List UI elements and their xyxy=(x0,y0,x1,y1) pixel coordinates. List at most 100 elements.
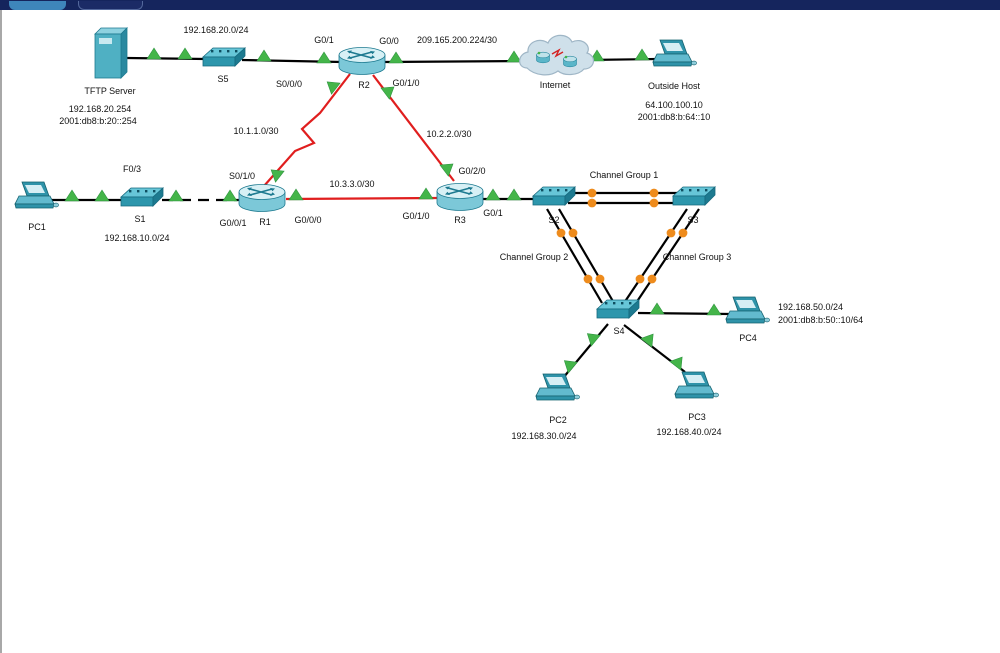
device-label-outside-host: Outside Host xyxy=(648,81,701,91)
link-tftp-server-s5[interactable] xyxy=(123,56,207,61)
link-r2-internet[interactable] xyxy=(382,59,531,64)
link-up-triangle-indicator xyxy=(669,356,683,371)
label-192-168-30-0-24: 192.168.30.0/24 xyxy=(511,431,576,441)
label-192-168-20-0-24: 192.168.20.0/24 xyxy=(183,25,248,35)
device-label-s3: S3 xyxy=(687,215,698,225)
device-label-pc2: PC2 xyxy=(549,415,567,425)
workspace-tab-active[interactable] xyxy=(9,1,66,10)
link-up-triangle-indicator xyxy=(146,47,162,60)
link-up-triangle-indicator xyxy=(64,189,80,202)
link-channel-group-2-link-a[interactable] xyxy=(546,208,603,304)
link-up-triangle-indicator xyxy=(388,51,404,64)
device-r1[interactable] xyxy=(238,184,286,212)
link-up-triangle-indicator xyxy=(256,49,272,62)
label-g0-0-1: G0/0/1 xyxy=(219,218,246,228)
link-up-triangle-indicator xyxy=(288,188,304,201)
device-label-pc1: PC1 xyxy=(28,222,46,232)
port-amber-dot-indicator xyxy=(556,228,566,238)
device-label-pc4: PC4 xyxy=(739,333,757,343)
link-channel-group-3-link-b[interactable] xyxy=(635,208,700,304)
device-label-s4: S4 xyxy=(613,326,624,336)
label-g0-0: G0/0 xyxy=(379,36,399,46)
label-192-168-40-0-24: 192.168.40.0/24 xyxy=(656,427,721,437)
device-s1[interactable] xyxy=(119,187,165,207)
label-g0-2-0: G0/2/0 xyxy=(458,166,485,176)
link-channel-group-3-link-a[interactable] xyxy=(623,208,688,304)
link-up-triangle-indicator xyxy=(586,333,601,347)
port-amber-dot-indicator xyxy=(568,228,578,238)
port-amber-dot-indicator xyxy=(587,198,597,208)
device-label-pc3: PC3 xyxy=(688,412,706,422)
label-s0-1-0: S0/1/0 xyxy=(229,171,255,181)
label-192-168-10-0-24: 192.168.10.0/24 xyxy=(104,233,169,243)
device-r2[interactable] xyxy=(338,47,386,75)
label-g0-1: G0/1 xyxy=(314,35,334,45)
device-tftp-server[interactable] xyxy=(94,27,128,79)
link-up-triangle-indicator xyxy=(506,188,522,201)
label-10-3-3-0-30: 10.3.3.0/30 xyxy=(329,179,374,189)
label-10-2-2-0-30: 10.2.2.0/30 xyxy=(426,129,471,139)
label-2001-db8-b-50-10-64: 2001:db8:b:50::10/64 xyxy=(778,315,863,325)
device-pc3[interactable] xyxy=(674,371,719,399)
device-internet[interactable] xyxy=(519,34,594,76)
label-g0-1-0: G0/1/0 xyxy=(402,211,429,221)
device-pc1[interactable] xyxy=(14,181,59,209)
device-pc2[interactable] xyxy=(535,373,580,401)
link-up-triangle-indicator xyxy=(506,50,522,63)
port-amber-dot-indicator xyxy=(587,188,597,198)
link-up-triangle-indicator xyxy=(706,303,722,316)
link-r1-r3[interactable] xyxy=(285,196,439,201)
link-up-triangle-indicator xyxy=(316,51,332,64)
port-amber-dot-indicator xyxy=(649,198,659,208)
device-label-tftp-server: TFTP Server xyxy=(84,86,135,96)
device-label-r1: R1 xyxy=(259,217,271,227)
device-label-r2: R2 xyxy=(358,80,370,90)
device-label-s2: S2 xyxy=(548,215,559,225)
link-up-triangle-indicator xyxy=(168,189,184,202)
workspace-tab-inactive[interactable] xyxy=(78,1,143,10)
label-channel-group-2: Channel Group 2 xyxy=(500,252,569,262)
label-2001-db8-b-20-254: 2001:db8:b:20::254 xyxy=(59,116,137,126)
port-amber-dot-indicator xyxy=(647,274,657,284)
port-amber-dot-indicator xyxy=(635,274,645,284)
device-s5[interactable] xyxy=(201,47,247,67)
port-amber-dot-indicator xyxy=(649,188,659,198)
link-up-triangle-indicator xyxy=(177,47,193,60)
link-up-triangle-indicator xyxy=(649,302,665,315)
label-192-168-20-254: 192.168.20.254 xyxy=(69,104,132,114)
label-channel-group-1: Channel Group 1 xyxy=(590,170,659,180)
device-label-s5: S5 xyxy=(217,74,228,84)
link-up-triangle-indicator xyxy=(634,48,650,61)
link-up-triangle-indicator xyxy=(380,86,395,100)
device-s4[interactable] xyxy=(595,299,641,319)
device-label-s1: S1 xyxy=(134,214,145,224)
link-up-triangle-indicator xyxy=(270,169,285,183)
device-label-internet: Internet xyxy=(540,80,571,90)
link-up-triangle-indicator xyxy=(222,189,238,202)
device-r3[interactable] xyxy=(436,183,484,211)
label-channel-group-3: Channel Group 3 xyxy=(663,252,732,262)
label-192-168-50-0-24: 192.168.50.0/24 xyxy=(778,302,843,312)
label-f0-3: F0/3 xyxy=(123,164,141,174)
label-g0-1: G0/1 xyxy=(483,208,503,218)
label-64-100-100-10: 64.100.100.10 xyxy=(645,100,703,110)
device-pc4[interactable] xyxy=(725,296,770,324)
device-label-r3: R3 xyxy=(454,215,466,225)
device-outside-host[interactable] xyxy=(652,39,697,67)
label-s0-0-0: S0/0/0 xyxy=(276,79,302,89)
link-up-triangle-indicator xyxy=(418,187,434,200)
label-g0-1-0: G0/1/0 xyxy=(392,78,419,88)
link-channel-group-2-link-b[interactable] xyxy=(558,208,615,304)
port-amber-dot-indicator xyxy=(595,274,605,284)
device-s2[interactable] xyxy=(531,186,577,206)
link-up-triangle-indicator xyxy=(563,360,578,374)
link-up-triangle-indicator xyxy=(326,81,341,95)
link-up-triangle-indicator xyxy=(640,333,654,348)
link-r1-r2-serial[interactable] xyxy=(263,73,351,187)
device-s3[interactable] xyxy=(671,186,717,206)
link-up-triangle-indicator xyxy=(94,189,110,202)
label-209-165-200-224-30: 209.165.200.224/30 xyxy=(417,35,497,45)
label-2001-db8-b-64-10: 2001:db8:b:64::10 xyxy=(638,112,711,122)
